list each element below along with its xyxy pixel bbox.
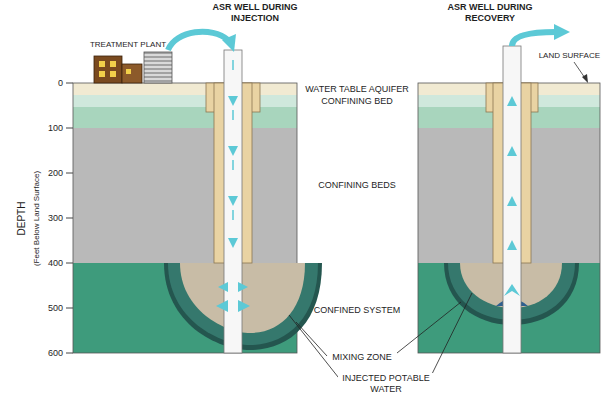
depth-value: 100 [48,123,63,134]
well-title: ASR WELL DURING INJECTION [205,2,305,24]
facility-label: TREATMENT PLANT [90,39,166,50]
injection-flow-arrow [168,32,236,52]
leader-lines [289,293,472,382]
axis-title: DEPTH [17,201,28,235]
depth-value: 300 [48,213,63,224]
depth-value: 600 [48,348,63,359]
injection-well [206,50,260,353]
layer-label: CONFINED SYSTEM [314,305,401,316]
treatment-plant-icon [94,52,172,83]
depth-value: 0 [58,78,63,89]
land-surface-pointer [574,62,588,83]
callout-label: INJECTED POTABLE WATER [338,373,434,395]
left-storage-bubble [164,263,322,350]
layer-label: WATER TABLE AQUIFER [305,84,409,95]
well-title: ASR WELL DURING RECOVERY [440,2,540,24]
layer-label: CONFINING BED [321,96,393,107]
surface-label: LAND SURFACE [539,50,600,61]
depth-value: 200 [48,168,63,179]
layer-label: CONFINING BEDS [318,180,396,191]
depth-value: 500 [48,303,63,314]
recovery-flow-arrow [512,24,570,46]
recovery-well [486,46,538,353]
axis-unit: (Feet Below Land Surface) [32,170,43,265]
callout-label: MIXING ZONE [330,352,394,363]
depth-value: 400 [48,258,63,269]
depth-ticks [66,83,73,353]
